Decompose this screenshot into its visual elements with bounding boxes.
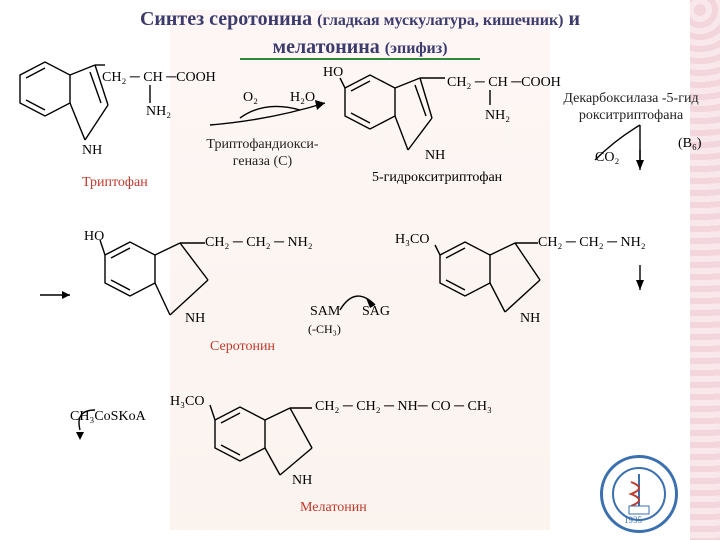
- logo-year: 1935: [624, 515, 642, 525]
- reagent-sag: SAG: [362, 304, 391, 319]
- reagent-h2o: H₂O: [290, 90, 316, 105]
- title-main-1: Синтез серотонина: [139, 8, 318, 30]
- serotonin-ring: [99, 239, 209, 316]
- methyl-group: (-CH₃): [308, 322, 341, 336]
- melatonin-h3co: H₃CO: [170, 394, 205, 409]
- hydroxytryptophan-chain: CH₂ ─ CH ─COOH: [447, 75, 561, 90]
- title-note-2: (эпифиз): [384, 40, 448, 57]
- background-tissue-illustration: [170, 10, 550, 530]
- title-line-1: Синтез серотонина (гладкая мускулатура, …: [0, 8, 720, 31]
- melatonin-nh: NH: [292, 473, 313, 488]
- product-co2: CO₂: [595, 150, 620, 165]
- hydroxytryptophan-amine: NH₂: [485, 108, 511, 123]
- melatonin-chain: CH₂ ─ CH₂ ─ NH─ CO ─ CH₃: [315, 399, 492, 414]
- tryptophan-chain: CH₂ ─ CH ─COOH: [102, 70, 216, 85]
- serotonin-name: Серотонин: [210, 339, 275, 354]
- enzyme-1-line2: геназа (С): [232, 154, 293, 169]
- serotonin-chain: CH₂ ─ CH₂ ─ NH₂: [205, 235, 313, 250]
- background-pattern: [690, 0, 720, 540]
- title-tail-1: и: [563, 8, 581, 30]
- hydroxytryptophan-nh: NH: [425, 148, 446, 163]
- 5-hydroxytryptophan-ring: [339, 74, 445, 151]
- melatonin-name: Мелатонин: [300, 500, 367, 515]
- tryptophan-amine: NH₂: [146, 104, 172, 119]
- title-main-2: мелатонина: [272, 36, 385, 58]
- methoxytryptamine-ring: [434, 241, 541, 313]
- title-underline: [240, 58, 480, 60]
- tryptophan-ring: [19, 61, 109, 141]
- reagent-o2: O₂: [243, 90, 258, 105]
- hydroxytryptophan-name: 5-гидрокситриптофан: [372, 170, 503, 185]
- enzyme-2-line1: Декарбоксилаза -5-гид: [563, 91, 699, 106]
- melatonin-ring: [209, 404, 313, 476]
- reagent-sam: SAM: [310, 304, 341, 319]
- methoxytryptamine-chain: CH₂ ─ CH₂ ─ NH₂: [538, 235, 646, 250]
- title-line-2: мелатонина (эпифиз): [0, 36, 720, 59]
- reagent-acetyl-coa: CH₃CoSKoA: [70, 409, 146, 424]
- enzyme-2-line2: рокситриптофана: [578, 108, 684, 123]
- title-note-1: (гладкая мускулатура, кишечник): [317, 12, 564, 29]
- tryptophan-nh: NH: [82, 143, 103, 158]
- enzyme-decarboxylase: Декарбоксилаза -5-гид рокситриптофана: [545, 90, 717, 124]
- methoxy-h3co: H₃CO: [395, 232, 430, 247]
- serotonin-ho: HO: [84, 229, 105, 244]
- caduceus-icon: [612, 467, 666, 521]
- enzyme-tryptophan-dioxygenase: Триптофандиокси- геназа (С): [195, 136, 330, 170]
- methoxytryptamine-nh: NH: [520, 311, 541, 326]
- serotonin-nh: NH: [185, 311, 206, 326]
- cofactor-b6: (B₆): [678, 136, 702, 151]
- hydroxytryptophan-ho: HO: [323, 65, 344, 80]
- tryptophan-name: Триптофан: [82, 175, 148, 190]
- enzyme-1-line1: Триптофандиокси-: [206, 137, 319, 152]
- university-logo: [600, 455, 678, 533]
